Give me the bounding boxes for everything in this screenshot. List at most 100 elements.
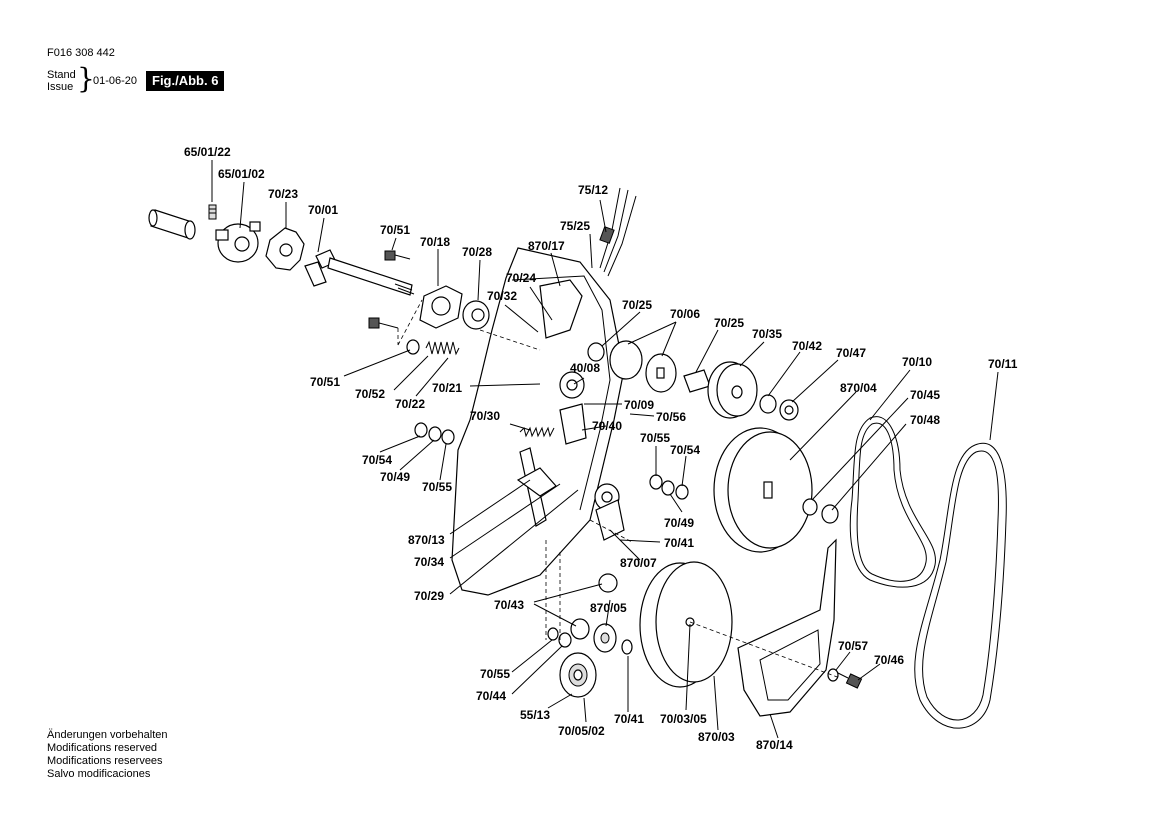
callout-70-51-top: 70/51 [380, 223, 410, 237]
large-pulley-870-04 [713, 427, 813, 553]
bracket-70-40 [559, 403, 587, 445]
callout-70-23: 70/23 [268, 187, 298, 201]
washer-70-43 [570, 573, 618, 640]
nut-70-48 [821, 504, 839, 524]
belt-guard-870-14 [737, 538, 837, 717]
callout-870-07: 870/07 [620, 556, 657, 570]
callout-40-08: 40/08 [570, 361, 600, 375]
spring-70-22 [425, 340, 460, 356]
callout-70-51-low: 70/51 [310, 375, 340, 389]
gear-870-05 [593, 623, 617, 653]
callout-70-43: 70/43 [494, 598, 524, 612]
disc-70-06 [609, 340, 677, 393]
washer-70-45 [802, 498, 818, 516]
washer-70-55-low [547, 627, 572, 648]
bolt-upper [384, 250, 411, 261]
v-belt-70-10 [849, 416, 936, 588]
tension-arm [516, 447, 557, 527]
pulley-70-35 [707, 361, 758, 419]
gear-70-05-02 [559, 652, 597, 698]
callout-70-41-lower: 70/41 [614, 712, 644, 726]
callout-870-04: 870/04 [840, 381, 877, 395]
callout-70-57: 70/57 [838, 639, 868, 653]
bearing-flange [419, 285, 463, 329]
callout-70-55-right: 70/55 [640, 431, 670, 445]
callout-870-14: 870/14 [756, 738, 793, 752]
disclaimer-es: Salvo modificaciones [47, 768, 151, 780]
callout-70-10: 70/10 [902, 355, 932, 369]
shaft-sleeve [148, 209, 196, 240]
bolt-lower [368, 317, 399, 329]
disclaimer-de: Änderungen vorbehalten [47, 729, 168, 741]
callout-70-09: 70/09 [624, 398, 654, 412]
callout-870-17: 870/17 [528, 239, 565, 253]
nut-70-52 [406, 339, 420, 355]
stand-label: Stand [47, 69, 76, 81]
assembly-line-a [397, 299, 423, 346]
callout-65-01-22: 65/01/22 [184, 145, 231, 159]
callout-70-48: 70/48 [910, 413, 940, 427]
disclaimer-en: Modifications reserved [47, 742, 158, 754]
callout-70-28: 70/28 [462, 245, 492, 259]
callout-70-40: 70/40 [592, 419, 622, 433]
bolt-70-46 [835, 671, 863, 689]
callout-70-56: 70/56 [656, 410, 686, 424]
callout-70-49-right: 70/49 [664, 516, 694, 530]
callout-70-30: 70/30 [470, 409, 500, 423]
callout-70-54-left: 70/54 [362, 453, 392, 467]
callout-70-47: 70/47 [836, 346, 866, 360]
callout-70-25-b: 70/25 [714, 316, 744, 330]
bowden-cable [599, 187, 637, 277]
washers-70-54-group [414, 422, 689, 500]
footer-disclaimer: Änderungen vorbehalten Modifications res… [47, 729, 167, 781]
drive-shaft [304, 249, 415, 296]
callout-70-54-right: 70/54 [670, 443, 700, 457]
coupling-spider [265, 227, 305, 271]
issue-label: Issue [47, 81, 74, 93]
callout-70-11: 70/11 [988, 357, 1018, 371]
issue-date: 01-06-20 [93, 75, 138, 87]
callout-70-01: 70/01 [308, 203, 338, 217]
document-number: F016 308 442 [47, 47, 115, 59]
callout-70-55-left: 70/55 [422, 480, 452, 494]
callout-70-05-02: 70/05/02 [558, 724, 605, 738]
v-belt-70-11 [914, 442, 1007, 729]
callout-70-35: 70/35 [752, 327, 782, 341]
callout-75-12: 75/12 [578, 183, 608, 197]
large-pulley-870-03 [639, 561, 733, 688]
bushing-70-25 [683, 369, 711, 393]
callout-70-41-upper: 70/41 [664, 536, 694, 550]
washer-70-42 [759, 394, 777, 414]
callout-70-34: 70/34 [414, 555, 444, 569]
callout-70-21: 70/21 [432, 381, 462, 395]
washer-70-57 [827, 668, 839, 682]
callout-70-46: 70/46 [874, 653, 904, 667]
callout-70-44: 70/44 [476, 689, 506, 703]
callout-870-05: 870/05 [590, 601, 627, 615]
callout-65-01-02: 65/01/02 [218, 167, 265, 181]
callout-70-45: 70/45 [910, 388, 940, 402]
callout-70-49-left: 70/49 [380, 470, 410, 484]
disclaimer-fr: Modifications reservees [47, 755, 163, 767]
coupling-hub [215, 221, 261, 263]
bracket-870-17 [539, 279, 583, 339]
callout-55-13: 55/13 [520, 708, 550, 722]
callout-870-13: 870/13 [408, 533, 445, 547]
callout-70-42: 70/42 [792, 339, 822, 353]
figure-badge: Fig./Abb. 6 [146, 71, 225, 91]
callout-70-52: 70/52 [355, 387, 385, 401]
callout-70-55-lower: 70/55 [480, 667, 510, 681]
pulley-40-08 [559, 371, 585, 399]
leader-lines [211, 160, 999, 739]
callout-70-32: 70/32 [487, 289, 517, 303]
circlip-70-41 [621, 639, 633, 655]
nut-70-47 [779, 399, 799, 421]
washer-70-25 [587, 342, 605, 362]
spring-70-30 [519, 426, 555, 438]
callout-870-03: 870/03 [698, 730, 735, 744]
assembly-dashes [479, 329, 841, 679]
callout-70-06: 70/06 [670, 307, 700, 321]
callout-70-25-a: 70/25 [622, 298, 652, 312]
callout-75-25: 75/25 [560, 219, 590, 233]
